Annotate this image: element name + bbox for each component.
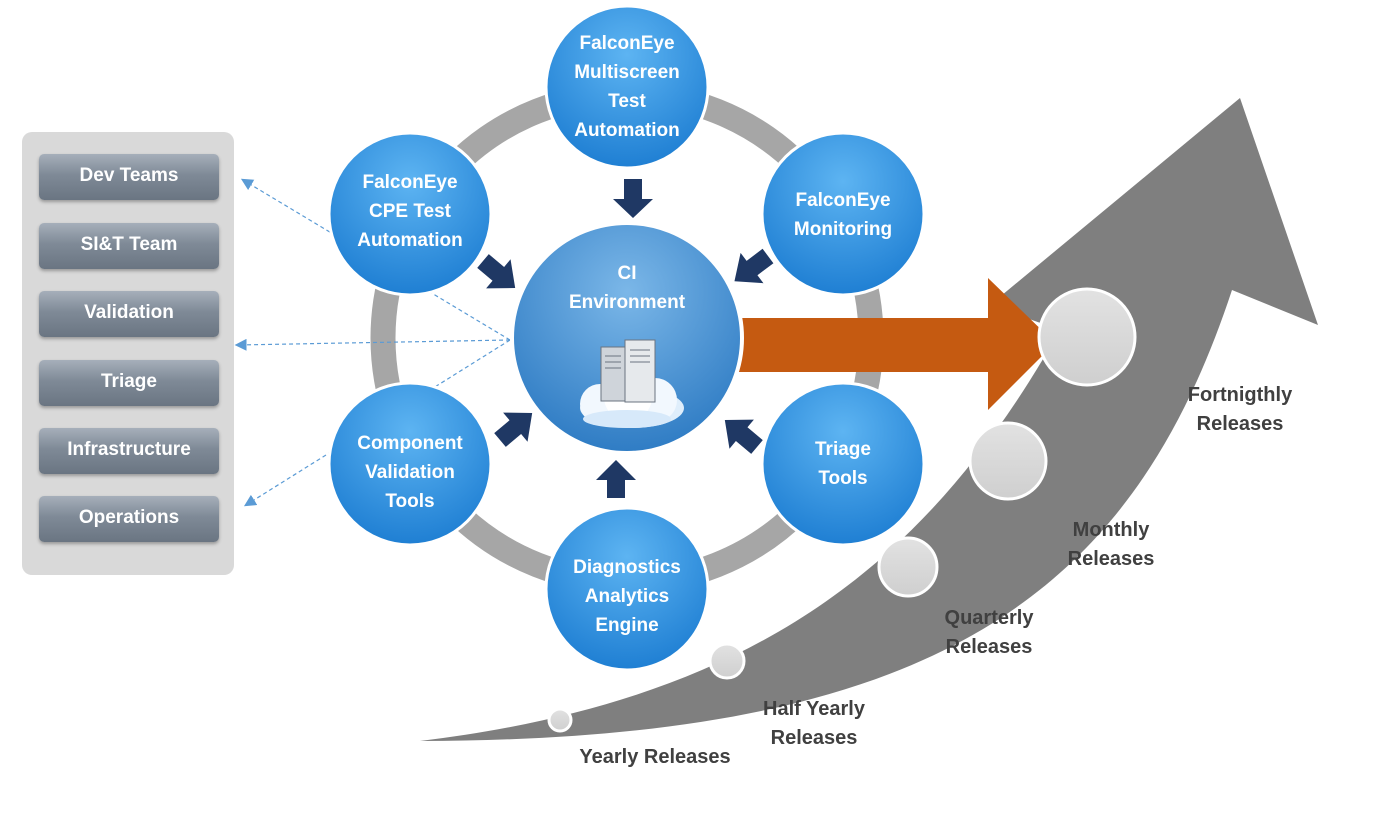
release-circle-quarterly <box>877 536 939 598</box>
growth-arrow <box>420 98 1318 741</box>
release-label-fortnightly: Fortnigthly Releases <box>1187 384 1293 435</box>
node-cpe-test <box>327 131 493 297</box>
triage-tools-label: Triage Tools <box>815 439 871 489</box>
team-infrastructure[interactable]: Infrastructure <box>39 428 219 474</box>
arrow-from-cpe <box>477 254 516 289</box>
component-validation-label: Component Validation Tools <box>357 433 463 512</box>
team-validation[interactable]: Validation <box>39 291 219 337</box>
release-circles <box>547 287 1137 733</box>
arrow-from-multiscreen <box>613 179 653 218</box>
arrow-from-triage-tools <box>724 419 763 454</box>
team-dev-teams[interactable]: Dev Teams <box>39 154 219 200</box>
arrow-from-component <box>494 412 533 447</box>
ci-environment-label: CI Environment <box>568 263 686 313</box>
arrow-from-monitoring <box>734 248 774 284</box>
node-component-validation <box>327 381 493 547</box>
release-circle-monthly <box>968 421 1048 501</box>
server-cloud-icon <box>580 339 684 428</box>
release-arrow <box>735 278 1055 410</box>
team-triage[interactable]: Triage <box>39 360 219 406</box>
cpe-test-label: FalconEye CPE Test Automation <box>357 172 463 251</box>
release-label-quarterly: Quarterly Releases <box>944 607 1034 658</box>
release-circle-yearly <box>547 707 573 733</box>
release-label-yearly: Yearly Releases <box>579 746 731 768</box>
team-operations[interactable]: Operations <box>39 496 219 542</box>
node-monitoring <box>760 131 926 297</box>
dotted-arrow-validation <box>234 338 511 351</box>
node-triage-tools <box>760 381 926 547</box>
release-circle-fortnightly <box>1037 287 1137 387</box>
ci-environment-node <box>510 221 744 455</box>
release-label-monthly: Monthly Releases <box>1067 519 1155 570</box>
multiscreen-test-label: FalconEye Multiscreen Test Automation <box>574 33 680 141</box>
team-sit-team[interactable]: SI&T Team <box>39 223 219 269</box>
outer-nodes <box>327 4 926 672</box>
release-circle-half-yearly <box>708 642 746 680</box>
monitoring-label: FalconEye Monitoring <box>793 190 893 240</box>
release-label-half-yearly: Half Yearly Releases <box>763 698 865 749</box>
node-diagnostics <box>544 506 710 672</box>
node-multiscreen-test <box>544 4 710 170</box>
inward-arrows <box>477 179 774 498</box>
arrow-from-triage <box>596 460 636 498</box>
diagnostics-label: Diagnostics Analytics Engine <box>573 557 681 636</box>
